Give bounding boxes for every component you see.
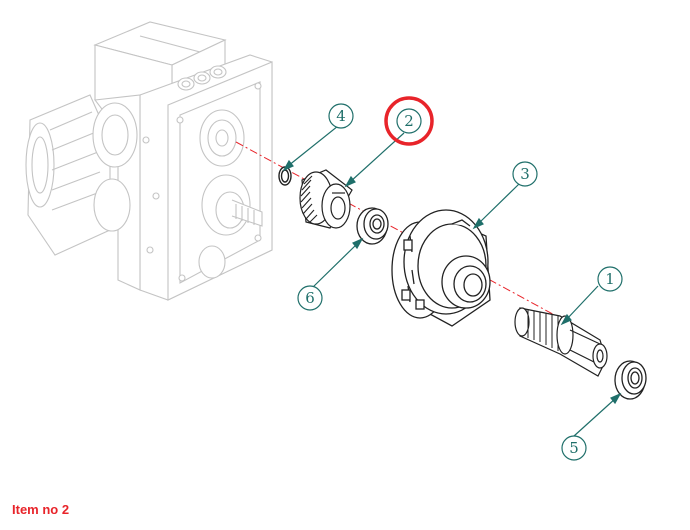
svg-text:4: 4 xyxy=(336,107,346,125)
leader-lines xyxy=(282,125,622,437)
highlight-ring xyxy=(384,96,434,146)
callout-3: 3 xyxy=(512,161,538,187)
assembly-axis xyxy=(235,141,561,319)
svg-text:5: 5 xyxy=(569,439,579,457)
callout-4: 4 xyxy=(328,103,354,129)
callout-2: 2 xyxy=(384,96,434,146)
part-3-clutch-housing xyxy=(391,209,491,327)
svg-text:3: 3 xyxy=(520,165,530,183)
gearbox-housing xyxy=(25,21,273,301)
part-2-gear xyxy=(299,169,353,229)
callout-1: 1 xyxy=(597,266,623,292)
svg-text:1: 1 xyxy=(605,270,615,288)
part-5-bearing xyxy=(614,360,647,400)
item-label: Item no 2 xyxy=(12,502,70,517)
part-1-splined-shaft xyxy=(514,307,608,377)
part-6-bearing xyxy=(356,207,389,245)
svg-text:6: 6 xyxy=(305,289,315,307)
callout-6: 6 xyxy=(297,285,323,311)
callout-5: 5 xyxy=(561,435,587,461)
part-4-retaining-ring xyxy=(278,166,292,186)
svg-text:2: 2 xyxy=(404,112,414,130)
